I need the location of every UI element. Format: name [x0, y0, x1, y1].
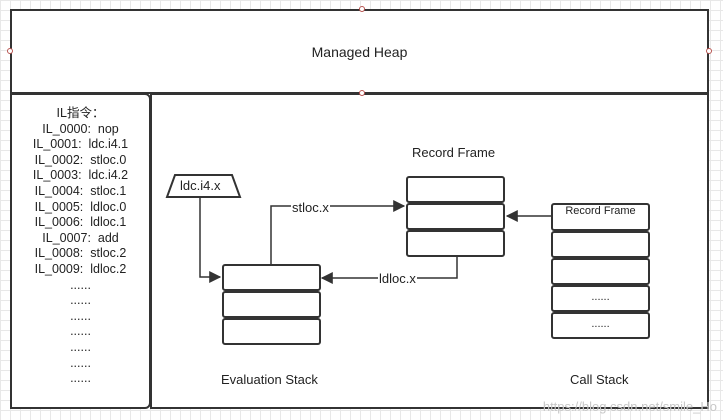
evaluation-stack-cell	[222, 291, 321, 318]
il-instruction-line: ......	[70, 293, 91, 308]
evaluation-stack-cell	[222, 318, 321, 345]
resize-handle-bottom[interactable]	[359, 90, 365, 96]
call-stack-record-frame-cell: Record Frame	[551, 203, 650, 231]
il-instruction-line: IL_0008: stloc.2	[34, 246, 127, 261]
call-stack-record-frame-text: Record Frame	[565, 205, 636, 217]
watermark: https://blog.csdn.net/smile_Ho	[542, 399, 717, 414]
record-frame-cell	[406, 230, 505, 257]
il-instruction-line: IL_0009: ldloc.2	[34, 261, 127, 276]
resize-handle-left[interactable]	[7, 48, 13, 54]
il-instructions-panel	[10, 93, 151, 409]
call-stack-cell	[551, 258, 650, 285]
il-instruction-line: IL_0004: stloc.1	[34, 183, 127, 198]
il-instruction-line: IL_0006: ldloc.1	[34, 215, 127, 230]
ldc-parallelogram	[165, 174, 242, 198]
il-instruction-line: IL_0005: ldloc.0	[34, 199, 127, 214]
call-stack-dots: ......	[591, 291, 610, 303]
record-frame-title: Record Frame	[412, 145, 496, 160]
stloc-label: stloc.x	[291, 200, 330, 215]
il-instruction-line: IL_0000: nop	[42, 121, 119, 136]
call-stack-cell: ......	[551, 285, 650, 312]
resize-handle-right[interactable]	[706, 48, 712, 54]
ldc-label: ldc.i4.x	[180, 178, 221, 193]
call-stack-cell	[551, 231, 650, 258]
il-instruction-line: ......	[70, 339, 91, 354]
il-instruction-line: IL指令：	[56, 106, 105, 120]
il-instruction-line: IL_0002: stloc.0	[34, 152, 127, 167]
ldc-arrow	[199, 197, 222, 283]
ldloc-arrow	[320, 257, 458, 284]
il-instruction-line: ......	[70, 324, 91, 339]
il-instruction-line: ......	[70, 355, 91, 370]
il-instruction-line: ......	[70, 371, 91, 386]
record-frame-cell	[406, 203, 505, 230]
il-instruction-line: ......	[70, 277, 91, 292]
il-instruction-line: ......	[70, 308, 91, 323]
evaluation-stack-cell	[222, 264, 321, 291]
stloc-arrow	[270, 200, 406, 264]
il-instruction-line: IL_0001: ldc.i4.1	[32, 137, 129, 152]
call-stack-label: Call Stack	[570, 372, 629, 387]
ldloc-label: ldloc.x	[378, 271, 417, 286]
call-stack-cell: ......	[551, 312, 650, 339]
evaluation-stack-label: Evaluation Stack	[221, 372, 318, 387]
call-stack-dots: ......	[591, 318, 610, 330]
il-instruction-line: IL_0007: add	[42, 230, 119, 245]
il-instruction-line: IL_0003: ldc.i4.2	[32, 168, 129, 183]
managed-heap-label: Managed Heap	[311, 43, 408, 60]
record-frame-cell	[406, 176, 505, 203]
resize-handle-top[interactable]	[359, 6, 365, 12]
